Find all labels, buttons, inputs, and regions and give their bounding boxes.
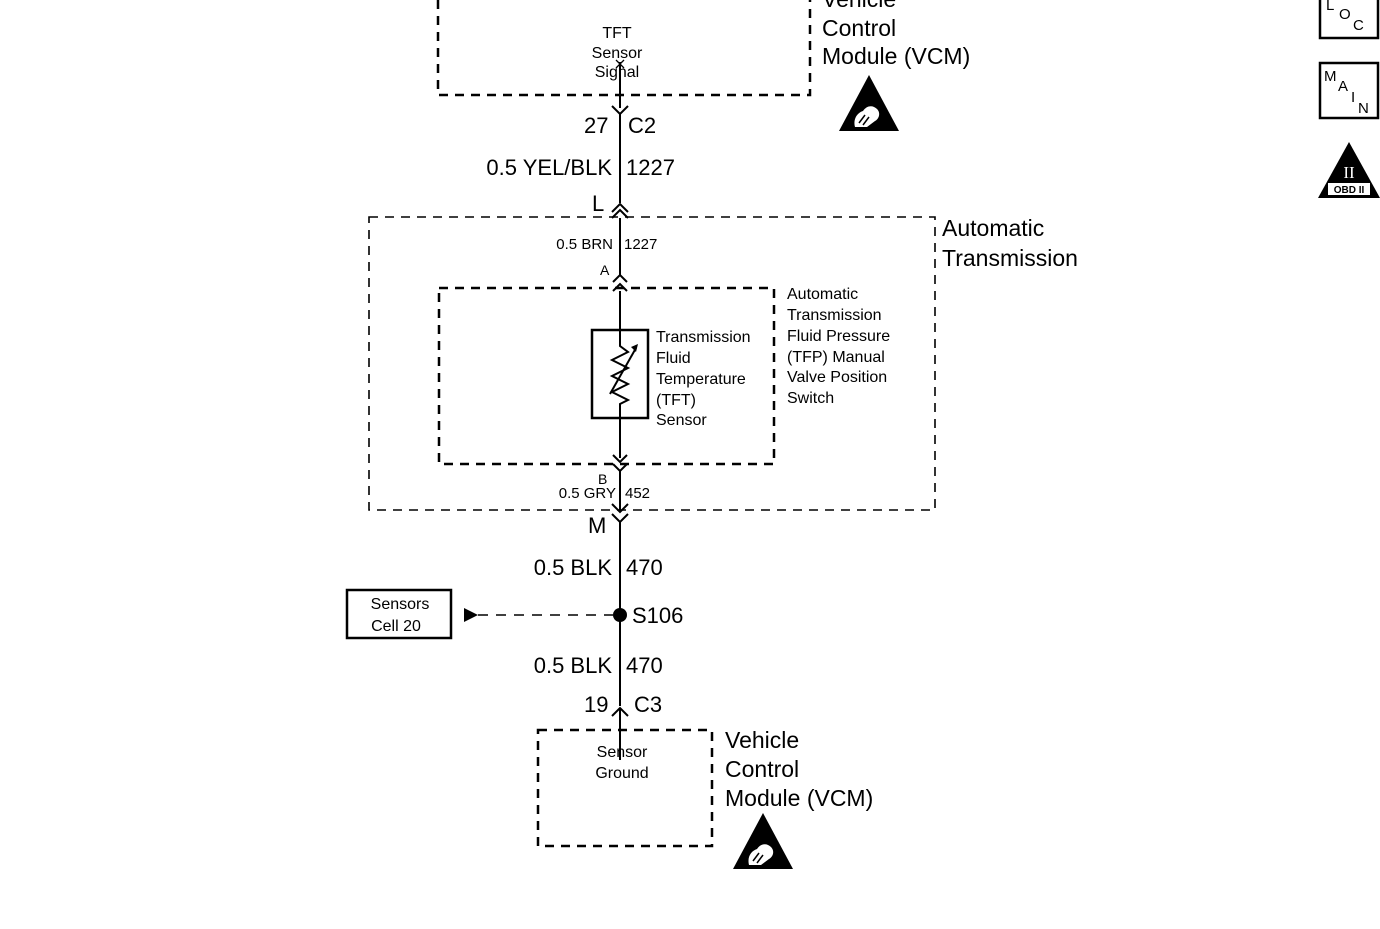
- inline-l-connector-symbol: [611, 202, 629, 213]
- tft-sensor-label-line3: Temperature: [656, 371, 746, 388]
- wire-1227-color: 0.5 YEL/BLK: [486, 155, 612, 180]
- automatic-transmission-label-line2: Transmission: [942, 245, 1078, 271]
- vcm-bottom-name-line3: Module (VCM): [725, 785, 873, 811]
- inline-m-connector-symbol: [611, 513, 629, 524]
- loc-button[interactable]: L O C: [1318, 0, 1380, 40]
- wire-470-lower-circuit: 470: [626, 653, 663, 678]
- wire-470-upper-circuit: 470: [626, 555, 663, 580]
- wire-1227-upper: 27 C2 0.5 YEL/BLK 1227 L: [486, 59, 675, 219]
- tfp-switch-label-line4: (TFP) Manual: [787, 349, 885, 366]
- tft-signal-label-line1: TFT: [602, 25, 632, 42]
- vcm-top-name-line2: Control: [822, 15, 896, 41]
- tft-sensor-label-line1: Transmission: [656, 329, 751, 346]
- main-letter-i: I: [1351, 89, 1355, 106]
- obd-numeral: II: [1343, 163, 1355, 182]
- automatic-transmission-assembly: Automatic Transmission 0.5 BRN 1227 A Au…: [368, 215, 1078, 511]
- vcm-top-box: [436, 0, 812, 97]
- sensors-ref-line1: Sensors: [371, 596, 430, 613]
- inline-l-label: L: [592, 191, 604, 216]
- obd-text: OBD II: [1334, 185, 1365, 196]
- inline-m-label: M: [588, 513, 606, 538]
- tft-sensor-label-line4: (TFT): [656, 392, 696, 409]
- esd-warning-icon: [733, 813, 793, 869]
- loc-letter-c: C: [1353, 17, 1364, 34]
- pin-a-connector-symbol: [612, 273, 628, 283]
- tft-sensor-label-line2: Fluid: [656, 350, 691, 367]
- sensor-ground-label-line2: Ground: [595, 765, 648, 782]
- pin-a-label: A: [600, 262, 610, 278]
- wire-452-color: 0.5 GRY: [559, 485, 616, 502]
- sensor-ground-label-line1: Sensor: [597, 744, 648, 761]
- splice-s106-dot: [613, 608, 627, 622]
- c3-pin-number: 19: [584, 692, 608, 717]
- wire-470-lower-color: 0.5 BLK: [534, 653, 613, 678]
- c2-pin-number: 27: [584, 113, 608, 138]
- sensors-ref-line2: Cell 20: [371, 618, 421, 635]
- tft-signal-label-line3: Signal: [595, 64, 639, 81]
- automatic-transmission-box: [368, 216, 936, 511]
- main-letter-m: M: [1324, 68, 1337, 85]
- automatic-transmission-label-line1: Automatic: [942, 215, 1044, 241]
- tfp-switch-label-line2: Transmission: [787, 307, 882, 324]
- sensors-cell-20-link[interactable]: Sensors Cell 20: [345, 588, 453, 640]
- esd-warning-icon: [839, 75, 899, 131]
- vcm-top-module: TFT Sensor Signal Vehicle Control Module…: [436, 0, 970, 131]
- loc-letter-l: L: [1326, 0, 1334, 14]
- main-button[interactable]: M A I N: [1318, 61, 1380, 120]
- wire-1227-circuit: 1227: [626, 155, 675, 180]
- pin-b-label: B: [598, 471, 607, 487]
- obd-ii-button[interactable]: II OBD II: [1318, 142, 1380, 198]
- arrow-right-icon: [464, 608, 478, 622]
- wire-1227-inner-circuit: 1227: [624, 236, 657, 253]
- wire-470-upper-color: 0.5 BLK: [534, 555, 613, 580]
- c3-connector-name: C3: [634, 692, 662, 717]
- thermistor-symbol: [609, 330, 638, 418]
- wire-470-lower-run: M 0.5 BLK 470 S106 0.5 BLK 470 19 C3: [464, 503, 683, 760]
- tft-signal-label-line2: Sensor: [592, 45, 643, 62]
- tfp-switch-label-line3: Fluid Pressure: [787, 328, 890, 345]
- vcm-top-name-line1: Vehicle: [822, 0, 896, 12]
- vcm-bottom-box: [536, 728, 714, 848]
- tfp-switch-box: [437, 286, 776, 466]
- tft-sensor-label-line5: Sensor: [656, 412, 707, 429]
- main-letter-a: A: [1338, 78, 1348, 95]
- pin-b-connector-symbol: [612, 454, 628, 464]
- main-letter-n: N: [1358, 100, 1369, 117]
- vcm-top-name-line3: Module (VCM): [822, 43, 970, 69]
- wire-452-circuit: 452: [625, 485, 650, 502]
- wire-1227-inner-color: 0.5 BRN: [556, 236, 613, 253]
- splice-s106-label: S106: [632, 603, 683, 628]
- vcm-bottom-name-line2: Control: [725, 756, 799, 782]
- tfp-switch-label-line6: Switch: [787, 390, 834, 407]
- vcm-bottom-name-line1: Vehicle: [725, 727, 799, 753]
- vcm-bottom-module: Sensor Ground Vehicle Control Module (VC…: [536, 727, 873, 869]
- loc-letter-o: O: [1339, 6, 1351, 23]
- tfp-switch-label-line1: Automatic: [787, 286, 858, 303]
- c2-connector-name: C2: [628, 113, 656, 138]
- tfp-switch-label-line5: Valve Position: [787, 369, 887, 386]
